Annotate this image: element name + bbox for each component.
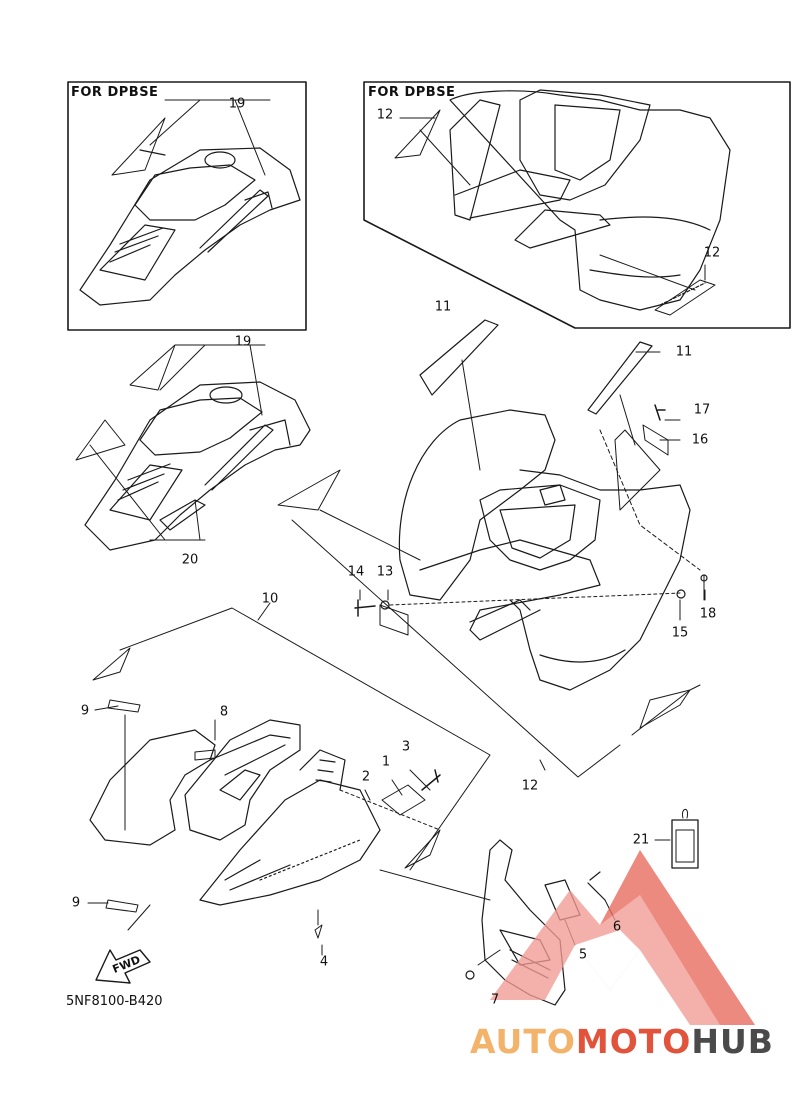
inset-box-left <box>67 81 307 331</box>
inset-label-left: FOR DPBSE <box>71 85 159 100</box>
rear-fender-inset <box>394 89 731 316</box>
inset-box-right <box>363 81 791 329</box>
callout-12-main: 12 <box>521 778 539 794</box>
callout-9-upper: 9 <box>80 703 90 719</box>
watermark-part-3: HUB <box>691 1022 774 1061</box>
callout-19-inset: 19 <box>228 96 246 112</box>
front-fender-inset <box>79 117 301 306</box>
callout-2: 2 <box>361 769 371 785</box>
callout-17: 17 <box>693 402 711 418</box>
callout-3: 3 <box>401 739 411 755</box>
callout-10: 10 <box>261 591 279 607</box>
callout-12-inset-right: 12 <box>703 245 721 261</box>
diagram-code: 5NF8100-B420 <box>66 994 163 1009</box>
inset-label-right: FOR DPBSE <box>368 85 456 100</box>
callout-18: 18 <box>699 606 717 622</box>
front-fender-lower <box>89 647 441 913</box>
callout-12-inset-left: 12 <box>376 107 394 123</box>
watermark-logo <box>490 850 755 1025</box>
callout-19-main: 19 <box>234 334 252 350</box>
callout-4: 4 <box>319 954 329 970</box>
callout-15: 15 <box>671 625 689 641</box>
watermark-part-1: AUTO <box>470 1022 576 1061</box>
front-fender-main <box>75 344 311 551</box>
watermark-part-2: MOTO <box>575 1022 692 1061</box>
callout-8: 8 <box>219 704 229 720</box>
callout-14: 14 <box>347 564 365 580</box>
callout-6: 6 <box>612 919 622 935</box>
callout-9-lower: 9 <box>71 895 81 911</box>
callout-11-right: 11 <box>675 344 693 360</box>
callout-5: 5 <box>578 947 588 963</box>
callout-11-left: 11 <box>434 299 452 315</box>
watermark-text: AUTOMOTOHUB <box>470 1022 774 1061</box>
callout-20: 20 <box>181 552 199 568</box>
callout-21: 21 <box>632 832 650 848</box>
fwd-arrow-shape <box>95 949 151 984</box>
callout-7: 7 <box>490 992 500 1008</box>
callout-1: 1 <box>381 754 391 770</box>
rear-fender-main <box>398 319 691 691</box>
callout-16: 16 <box>691 432 709 448</box>
callout-13: 13 <box>376 564 394 580</box>
